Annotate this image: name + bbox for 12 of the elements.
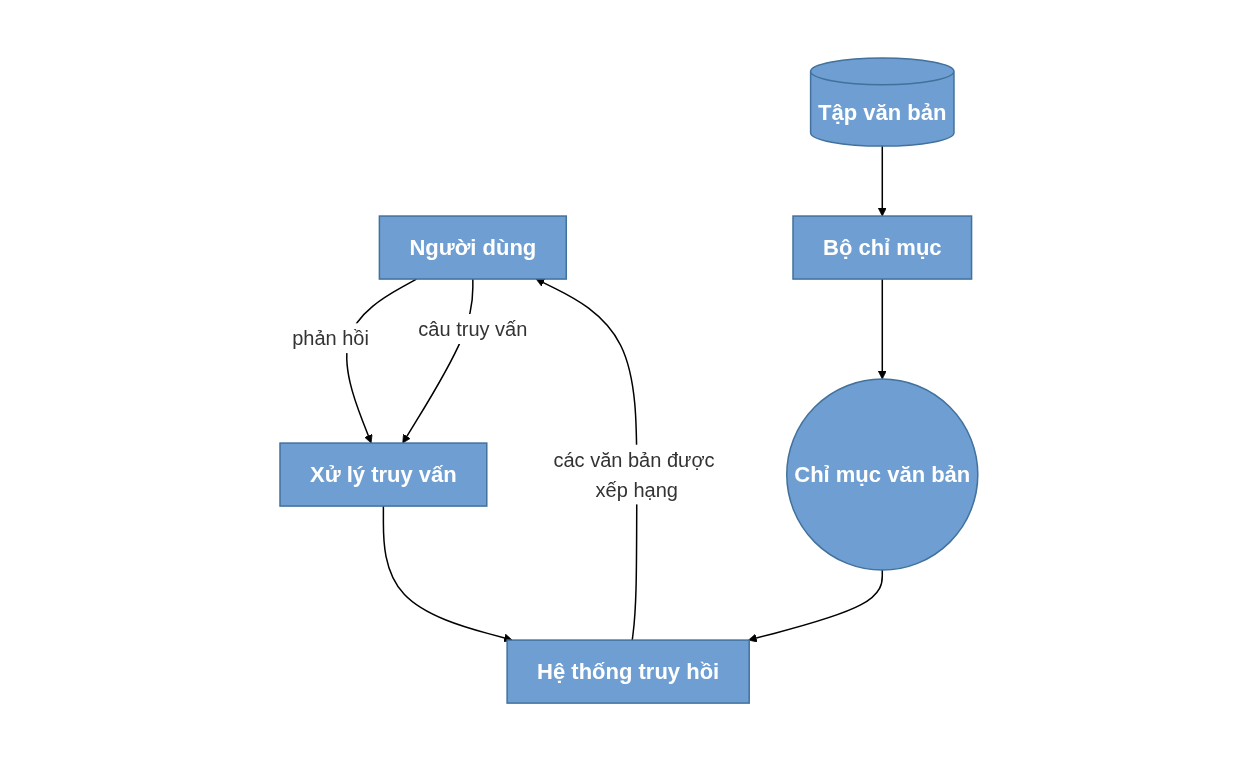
arrow <box>878 145 887 217</box>
edge-label: các văn bản được xếp hạng <box>553 449 715 502</box>
node-box: Người dùng <box>378 215 568 281</box>
arrow <box>878 278 887 380</box>
node-box: Bộ chỉ mục <box>792 215 973 281</box>
arrow <box>382 505 513 643</box>
edge-label: phản hồi <box>292 327 369 350</box>
arrow <box>748 569 884 643</box>
node-circle: Chỉ mục văn bản <box>786 378 979 572</box>
node-box: Xử lý truy vấn <box>279 442 488 508</box>
node-box: Hệ thống truy hồi <box>506 639 751 705</box>
edge-label: câu truy vấn <box>418 318 528 341</box>
